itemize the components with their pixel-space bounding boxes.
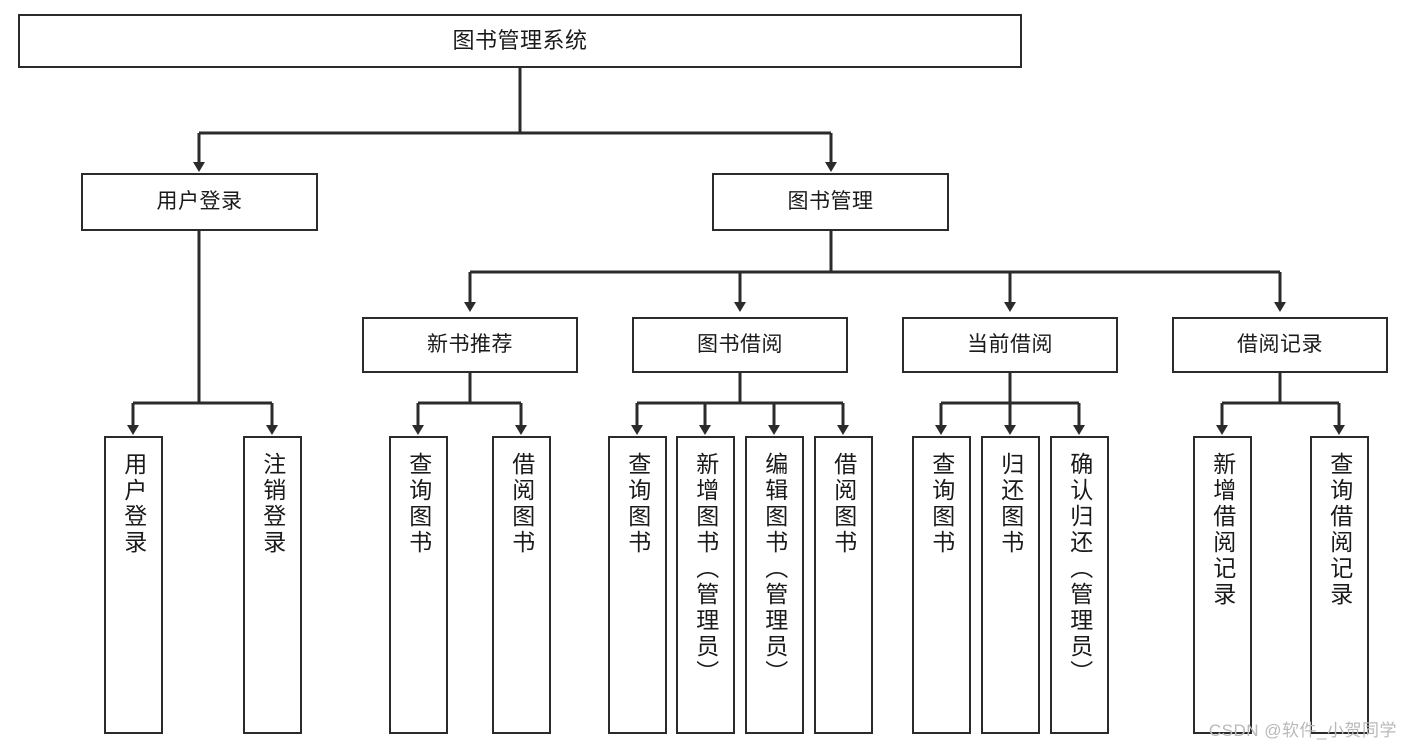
csdn-watermark: CSDN @软件_小贺同学 xyxy=(1208,721,1397,740)
leaf-record-add-record[interactable]: 新增借阅记录 xyxy=(1193,436,1252,734)
node-label: 查询图书 xyxy=(405,452,432,556)
node-label: 新书推荐 xyxy=(427,332,513,356)
node-label: 用户登录 xyxy=(120,452,147,556)
node-label: 借阅记录 xyxy=(1237,332,1323,356)
leaf-user-login-signin[interactable]: 用户登录 xyxy=(104,436,163,734)
leaf-current-return-book[interactable]: 归还图书 xyxy=(981,436,1040,734)
node-label: 新增借阅记录 xyxy=(1209,452,1236,608)
node-new-book-recommend[interactable]: 新书推荐 xyxy=(362,317,578,373)
node-label: 归还图书 xyxy=(997,452,1024,556)
node-label: 查询借阅记录 xyxy=(1326,452,1353,608)
node-label: 图书借阅 xyxy=(697,332,783,356)
leaf-user-login-signout[interactable]: 注销登录 xyxy=(243,436,302,734)
node-label: 当前借阅 xyxy=(967,332,1053,356)
leaf-borrow-edit-book-admin[interactable]: 编辑图书（管理员） xyxy=(745,436,804,734)
node-borrow-record[interactable]: 借阅记录 xyxy=(1172,317,1388,373)
node-label: 图书管理 xyxy=(787,189,874,213)
node-user-login[interactable]: 用户登录 xyxy=(81,173,318,231)
node-label: 确认归还（管理员） xyxy=(1066,452,1093,686)
leaf-new-book-query[interactable]: 查询图书 xyxy=(389,436,448,734)
node-label: 新增图书（管理员） xyxy=(692,452,719,686)
node-label: 编辑图书（管理员） xyxy=(761,452,788,686)
node-label: 借阅图书 xyxy=(830,452,857,556)
node-label: 注销登录 xyxy=(259,452,286,556)
node-book-management[interactable]: 图书管理 xyxy=(712,173,949,231)
node-book-borrow[interactable]: 图书借阅 xyxy=(632,317,848,373)
leaf-borrow-borrow-book[interactable]: 借阅图书 xyxy=(814,436,873,734)
node-label: 图书管理系统 xyxy=(452,28,588,54)
node-label: 查询图书 xyxy=(928,452,955,556)
node-label: 查询图书 xyxy=(624,452,651,556)
node-label: 用户登录 xyxy=(156,189,243,213)
leaf-new-book-borrow[interactable]: 借阅图书 xyxy=(492,436,551,734)
leaf-borrow-query-book[interactable]: 查询图书 xyxy=(608,436,667,734)
node-current-borrow[interactable]: 当前借阅 xyxy=(902,317,1118,373)
leaf-current-confirm-return-admin[interactable]: 确认归还（管理员） xyxy=(1050,436,1109,734)
leaf-record-query-record[interactable]: 查询借阅记录 xyxy=(1310,436,1369,734)
node-label: 借阅图书 xyxy=(508,452,535,556)
node-root-system[interactable]: 图书管理系统 xyxy=(18,14,1022,68)
leaf-current-query-book[interactable]: 查询图书 xyxy=(912,436,971,734)
leaf-borrow-add-book-admin[interactable]: 新增图书（管理员） xyxy=(676,436,735,734)
